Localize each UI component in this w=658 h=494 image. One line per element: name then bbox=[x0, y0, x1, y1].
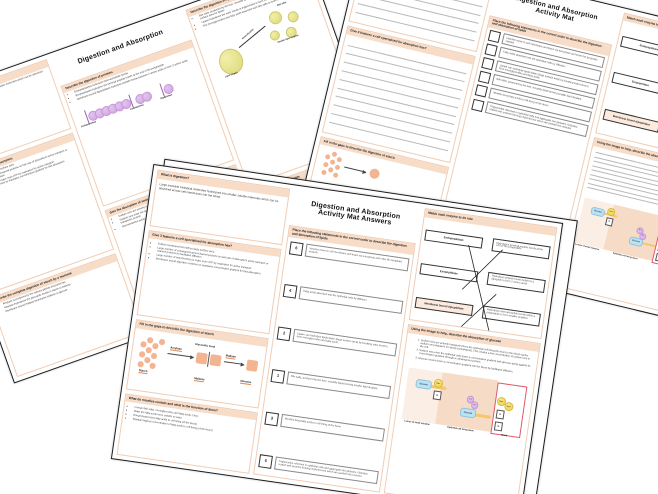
statement-text: Fatty acids absorbed into the epithelial… bbox=[298, 286, 404, 315]
order-number: 1 bbox=[270, 369, 286, 384]
enzyme-box[interactable]: Endopeptidase bbox=[619, 35, 658, 60]
statement-row[interactable]: 1 Bile salts, produced by the liver, emu… bbox=[270, 369, 391, 400]
diagram-label-glycosidic-bond: Glycosidic bond bbox=[194, 342, 216, 349]
enzyme-box[interactable]: Exopeptidase bbox=[419, 262, 479, 283]
diagram-label-glucose: Glucose bbox=[239, 378, 252, 386]
statement-row[interactable]: 2 Lipase can hydrolyse lipids faster (la… bbox=[276, 326, 398, 357]
diagram-label-endopeptidase: Endopeptidase bbox=[81, 120, 97, 129]
order-checkbox[interactable] bbox=[471, 98, 485, 112]
statement-text: Lipase can hydrolyse lipids faster (larg… bbox=[292, 328, 398, 357]
diagram-label-starch: Starch bbox=[138, 368, 148, 375]
statement-row[interactable]: 4 Fatty acids absorbed into the epitheli… bbox=[282, 284, 404, 315]
statement-text: Micelles bring fatty acids to cell linin… bbox=[280, 413, 385, 442]
answer-card-absorption-features: Give 3 features a cell specialised for a… bbox=[136, 229, 282, 335]
role-box[interactable]: Hydrolyses terminal peptide bonds at the… bbox=[491, 238, 551, 260]
order-checkbox[interactable] bbox=[474, 84, 488, 98]
statement-text: Bile salts, produced by the liver, emuls… bbox=[286, 371, 391, 400]
enzyme-column: Endopeptidase Exopeptidase Membrane boun… bbox=[413, 220, 484, 325]
order-number: 3 bbox=[264, 411, 280, 427]
statement-row[interactable]: 5 Triglycerides reformed in epithelial c… bbox=[258, 454, 379, 485]
order-checkbox[interactable] bbox=[481, 57, 495, 71]
diagram-label-amylase: Amylase bbox=[169, 345, 183, 353]
diagram-label-maltase: Maltase bbox=[225, 353, 237, 360]
glucose-icon: G bbox=[493, 421, 503, 432]
answer-card-enzyme-match: Match each enzyme to its role Endopeptid… bbox=[408, 208, 558, 340]
enzyme-box[interactable]: Membrane bound dipeptidase bbox=[602, 108, 658, 133]
order-number: 2 bbox=[276, 326, 292, 342]
order-checkbox[interactable] bbox=[487, 29, 502, 44]
glucose-absorption-image: Glucose Na+ G Glucose K+ K+ Na+ Na+ G G … bbox=[384, 363, 535, 494]
enzyme-match-area[interactable]: Endopeptidase Exopeptidase Membrane boun… bbox=[410, 217, 556, 338]
order-checkbox[interactable] bbox=[477, 71, 492, 85]
order-number: 4 bbox=[282, 284, 298, 299]
diagram-label-bile-salts: Bile salts bbox=[276, 1, 287, 7]
statement-text: Triglycerides reformed in epithelial cel… bbox=[274, 456, 379, 485]
order-checkbox[interactable] bbox=[484, 43, 498, 57]
enzyme-box[interactable]: Exopeptidase bbox=[611, 72, 658, 97]
statement-row[interactable]: 3 Micelles bring fatty acids to cell lin… bbox=[264, 411, 385, 442]
diagram-label-maltose: Maltose bbox=[193, 376, 205, 383]
enzyme-box[interactable]: Endopeptidase bbox=[424, 229, 484, 249]
diagram-label-dipeptidase: Dipeptidase bbox=[160, 93, 173, 100]
glucose-icon: G bbox=[495, 409, 505, 420]
role-box[interactable]: Hydrolyses internal peptide bonds within… bbox=[481, 305, 541, 327]
role-column: Hydrolyses terminal peptide bonds at the… bbox=[480, 230, 551, 335]
answer-card-starch-gaps: Fill in the gaps to describe the digesti… bbox=[125, 319, 269, 409]
image-label-blood: Blood bbox=[653, 262, 658, 269]
sheet-activity-mat-answers[interactable]: What is digestion? Large insoluble biolo… bbox=[110, 163, 564, 494]
glucose-icon: G bbox=[432, 390, 442, 401]
role-box[interactable]: Hydrolyses peptide bonds between a dipep… bbox=[486, 271, 546, 293]
order-number: 6 bbox=[288, 241, 304, 257]
answer-card-glucose-absorption: Using the image to help, describe the ab… bbox=[383, 323, 541, 494]
enzyme-box[interactable]: Membrane bound dipeptidase bbox=[414, 296, 474, 316]
order-number: 5 bbox=[258, 454, 274, 469]
glucose-absorption-image: Glucose Na+ G Glucose K+ K+ Na+ Na+ G G … bbox=[559, 192, 658, 317]
